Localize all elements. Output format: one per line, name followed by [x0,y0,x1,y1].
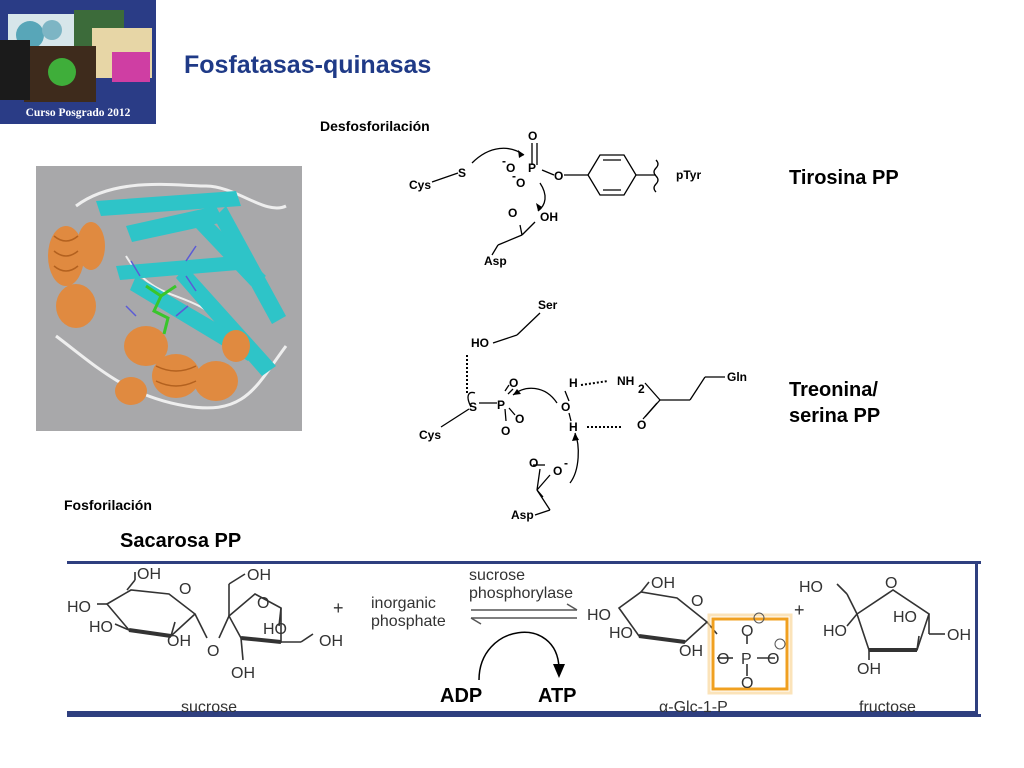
logo-collage [0,0,156,124]
phos-o-right: O [767,651,779,668]
suc-o-glyco: O [207,643,219,660]
plus-2: + [794,600,805,620]
ser-p: P [497,398,505,412]
ser-nh: NH [617,374,634,388]
ser-h-bottom: H [569,420,578,434]
course-logo: Curso Posgrado 2012 [0,0,156,124]
tyr-cys: Cys [409,178,431,192]
ser-thr-phosphatase-mechanism: Ser HO Cys S P O O O H O H NH 2 Gln O O … [419,298,747,522]
sucrose-name: sucrose [181,699,237,714]
tyr-phosphatase-mechanism: Cys S O P O - O - O pTyr O OH Asp [409,129,701,268]
ser-water-o: O [561,400,570,414]
thr-ser-pp-line1: Treonina/ [789,379,878,401]
fru-o-ring: O [885,575,897,592]
glc-o-ring: O [691,593,703,610]
slide-title: Fosfatasas-quinasas [184,51,432,79]
enzyme-line2: phosphorylase [469,585,573,602]
tyr-o-minus2: - [512,169,516,183]
ser-s: S [469,400,477,414]
suc-oh-5: OH [231,665,255,682]
ser-o-bottom: O [501,424,510,438]
dephosphorylation-label: Desfosforilación [320,118,430,134]
plus-1: + [333,598,344,618]
tyr-o-bottom: O [516,176,525,190]
ser-asp-o2: O [553,464,562,478]
suc-ho-3: HO [263,621,287,638]
suc-oh-2: OH [167,633,191,650]
ser-asp-o: O [529,456,538,470]
tyrosine-pp-label: Tirosina PP [789,167,899,189]
protein-structure-image [36,166,302,431]
tyr-asp: Asp [484,254,507,268]
ser-asp-minus: - [564,456,568,470]
glc-oh-2: OH [679,643,703,660]
tyr-o-minus1: - [502,154,506,168]
ser-cys: Cys [419,428,441,442]
ser-nh-two: 2 [638,382,645,396]
logo-caption: Curso Posgrado 2012 [25,107,131,119]
tyr-p: P [528,161,536,175]
reaction-frame [67,561,978,714]
ser-h-top: H [569,376,578,390]
suc-oh-3: OH [247,567,271,584]
enzyme-line1: sucrose [469,567,525,584]
protein-ribbon-drawing [36,166,302,431]
adp-label: ADP [440,685,482,707]
glc1p-name: α-Glc-1-P [659,699,728,714]
ser-label: Ser [538,298,558,312]
suc-oh-1: OH [137,566,161,583]
glc-o-link: O [717,651,729,668]
suc-o-ring1: O [179,581,191,598]
sucrose-phosphorylase-reaction: OH HO HO OH O O OH O HO OH OH sucrose + … [67,566,971,714]
tyr-o-left: O [506,161,515,175]
ser-asp: Asp [511,508,534,522]
phos-o-bottom: O [741,675,753,692]
ser-o-right: O [515,412,524,426]
fructose-name: fructose [859,699,916,714]
ser-gln-o: O [637,418,646,432]
inorganic-line2: phosphate [371,613,446,630]
suc-oh-4: OH [319,633,343,650]
fru-ho-3: HO [893,609,917,626]
tyr-asp-oh: OH [540,210,558,224]
sucrose-pp-label: Sacarosa PP [120,530,242,552]
ser-o-top: O [509,376,518,390]
reaction-frame-bottom [67,714,981,717]
fru-ho-1: HO [799,579,823,596]
fru-oh-2: OH [857,661,881,678]
atp-label: ATP [538,685,577,707]
ser-gln: Gln [727,370,747,384]
tyr-ptyr: pTyr [676,168,701,182]
glc-oh-1: OH [651,575,675,592]
phos-p: P [741,651,752,668]
tyr-s: S [458,166,466,180]
glc-ho-1: HO [587,607,611,624]
phos-o-top: O [741,623,753,640]
phosphorylation-label: Fosforilación [64,497,152,513]
suc-o-ring2: O [257,595,269,612]
phosphate-highlight-box [711,617,789,691]
suc-ho-1: HO [67,599,91,616]
ser-ho: HO [471,336,489,350]
tyr-o-top: O [528,129,537,143]
fru-ho-2: HO [823,623,847,640]
glc-ho-2: HO [609,625,633,642]
thr-ser-pp-label: Treonina/ serina PP [789,377,880,429]
tyr-asp-o: O [508,206,517,220]
suc-ho-2: HO [89,619,113,636]
tyr-o-bridge: O [554,169,563,183]
fru-oh-1: OH [947,627,971,644]
thr-ser-pp-line2: serina PP [789,405,881,427]
inorganic-line1: inorganic [371,595,436,612]
